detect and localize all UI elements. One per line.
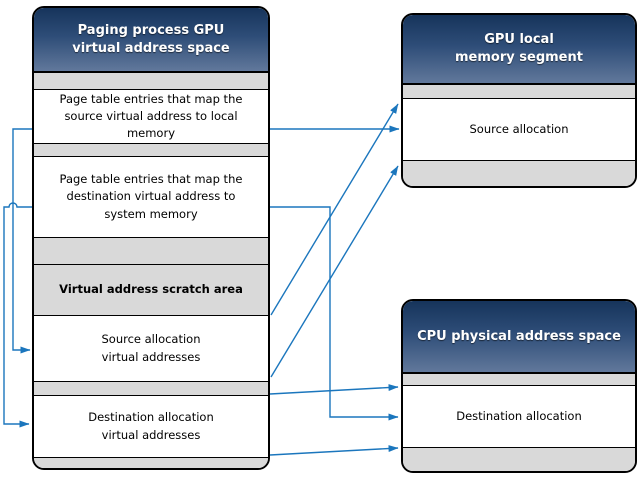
spacer-strip xyxy=(34,143,268,156)
spacer-strip xyxy=(403,85,635,98)
cpu-physical-address-space-box: CPU physical address space Destination a… xyxy=(401,299,637,473)
gpu-local-memory-box: GPU local memory segment Source allocati… xyxy=(401,13,637,188)
arrow-source-va-top-to-gpu-source-top xyxy=(270,103,399,316)
arrow-pte-dest-to-dest-va xyxy=(3,202,32,428)
arrow-dest-va-top-to-cpu-dest-top xyxy=(269,384,399,395)
section-pte-source: Page table entries that map the source v… xyxy=(34,89,268,143)
section-source-va: Source allocation virtual addresses xyxy=(34,315,268,381)
section-pte-destination-label: Page table entries that map the destinat… xyxy=(59,172,243,221)
section-pte-source-label: Page table entries that map the source v… xyxy=(59,91,243,141)
section-dest-va-label: Destination allocation virtual addresses xyxy=(88,410,214,442)
spacer-strip xyxy=(34,73,268,89)
paging-process-header: Paging process GPU virtual address space xyxy=(34,8,268,73)
arrow-pte-source-to-source-va xyxy=(12,128,32,354)
section-gpu-source-allocation: Source allocation xyxy=(403,98,635,160)
paging-process-va-space-box: Paging process GPU virtual address space… xyxy=(32,6,270,470)
spacer-strip xyxy=(34,381,268,395)
spacer-strip xyxy=(34,457,268,468)
section-scratch-area-label: Virtual address scratch area xyxy=(59,282,243,297)
section-gpu-source-allocation-label: Source allocation xyxy=(469,121,569,136)
spacer-strip xyxy=(403,160,635,186)
arrow-dest-va-bottom-to-cpu-dest-bottom xyxy=(269,445,399,456)
spacer-strip xyxy=(403,374,635,385)
spacer-strip xyxy=(403,447,635,471)
section-cpu-destination-allocation: Destination allocation xyxy=(403,385,635,447)
section-dest-va: Destination allocation virtual addresses xyxy=(34,395,268,457)
section-pte-destination: Page table entries that map the destinat… xyxy=(34,156,268,237)
arrow-pte-dest-to-cpu-dest xyxy=(270,206,399,421)
arrow-source-va-bottom-to-gpu-source-bottom xyxy=(270,165,399,378)
spacer-strip xyxy=(34,237,268,264)
section-scratch-area: Virtual address scratch area xyxy=(34,264,268,315)
section-source-va-label: Source allocation virtual addresses xyxy=(101,332,201,364)
gpu-local-memory-header: GPU local memory segment xyxy=(403,15,635,85)
cpu-physical-header: CPU physical address space xyxy=(403,301,635,374)
section-cpu-destination-allocation-label: Destination allocation xyxy=(456,408,582,423)
